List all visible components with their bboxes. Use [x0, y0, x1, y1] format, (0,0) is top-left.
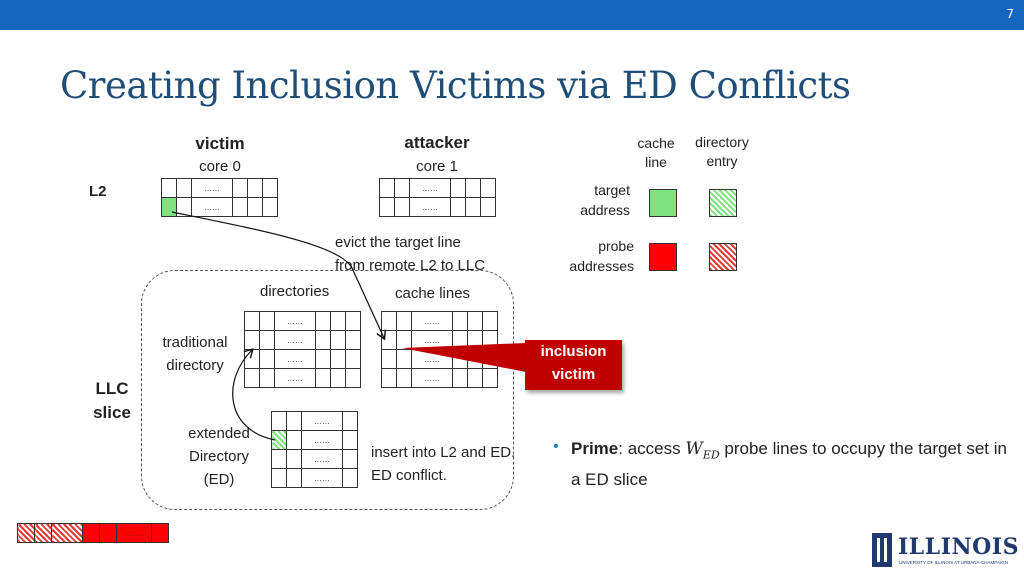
victim-l2-cache: …… ……	[161, 178, 278, 217]
prime-bullet: • Prime: access WED probe lines to occup…	[553, 436, 1021, 492]
core1-label: core 1	[416, 158, 458, 175]
evict-arrow	[171, 211, 384, 338]
attacker-label: attacker	[404, 133, 470, 152]
l2-label: L2	[89, 183, 107, 200]
core0-label: core 0	[199, 158, 241, 175]
directories-label: directories	[260, 283, 330, 300]
extended-directory-table: …… …… …… ……	[271, 411, 358, 488]
bottom-entries-row: ……	[17, 523, 169, 543]
illinois-subtext: UNIVERSITY OF ILLINOIS AT URBANA-CHAMPAI…	[899, 560, 1008, 565]
w-ed-math: WED	[685, 439, 720, 462]
callout-pointer	[402, 343, 526, 372]
slide-number: 7	[1006, 7, 1014, 21]
traditional-directory-table: …… …… …… ……	[244, 311, 361, 388]
attacker-l2-cache: …… ……	[379, 178, 496, 217]
ed-conflict-arrow	[232, 350, 276, 441]
illinois-logo-mark	[872, 533, 892, 567]
victim-label: victim	[195, 134, 245, 153]
legend-probe-directory-swatch	[709, 243, 737, 271]
illinois-wordmark: ILLINOIS	[898, 534, 1019, 560]
legend-target-cache-swatch	[649, 189, 677, 217]
insert-annotation: insert into L2 and ED.ED conflict.	[371, 444, 516, 484]
legend-target-directory-swatch	[709, 189, 737, 217]
cache-lines-label: cache lines	[395, 285, 471, 302]
legend-probe-cache-swatch	[649, 243, 677, 271]
llc-slice-region	[141, 270, 514, 510]
slide-title: Creating Inclusion Victims via ED Confli…	[60, 64, 851, 107]
bullet-icon: •	[553, 438, 559, 455]
top-bar: 7	[0, 0, 1024, 30]
illinois-logo: ILLINOIS UNIVERSITY OF ILLINOIS AT URBAN…	[866, 530, 1018, 570]
